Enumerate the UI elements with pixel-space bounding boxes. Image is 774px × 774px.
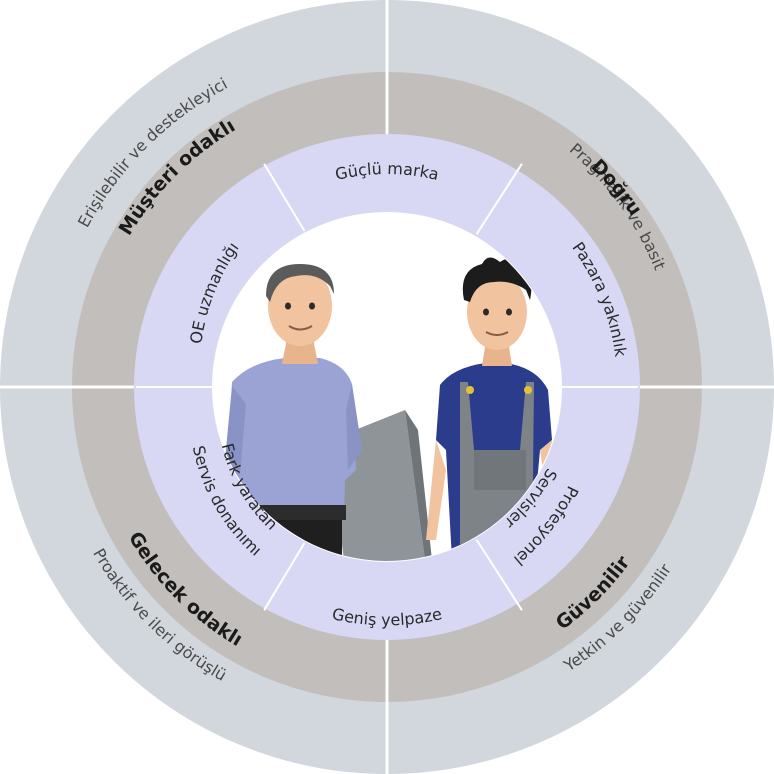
inner-dividers <box>136 163 638 611</box>
